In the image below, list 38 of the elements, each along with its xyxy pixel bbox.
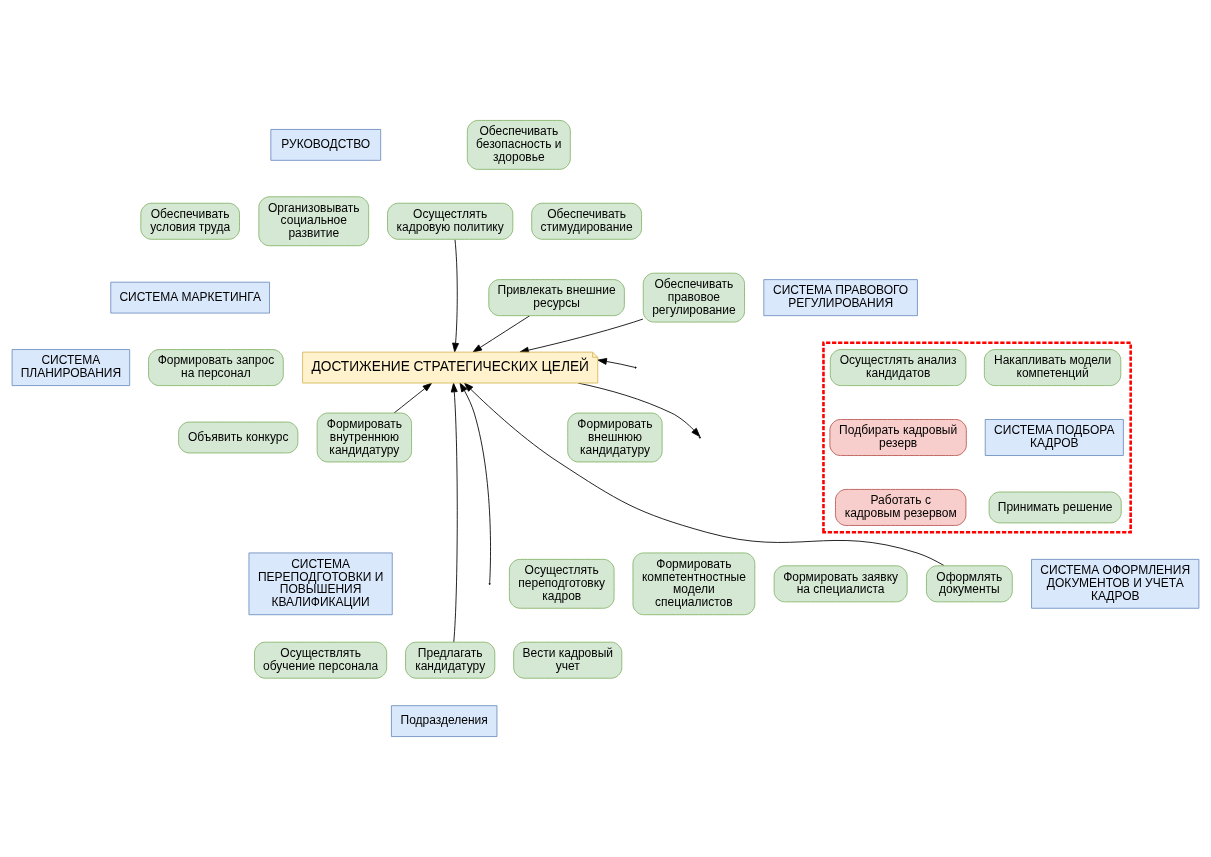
arrow [450, 382, 458, 643]
node-box: Осущестлять кадровую политику [387, 202, 514, 240]
node-box: Осуществлять обучение персонала [254, 641, 388, 679]
node-box: Привлекать внешние ресурсы [488, 279, 625, 317]
node-box: Предлагать кандидатуру [405, 641, 496, 679]
node-box: Обеспечивать правовое регулирование [642, 272, 745, 323]
cluster [822, 341, 1132, 534]
node-box: СИСТЕМА МАРКЕТИНГА [110, 281, 270, 314]
node-box: Накапливать модели компетенций [983, 349, 1122, 386]
node-box: Осущестлять переподготовку кадров [508, 558, 615, 609]
node-box: Формировать заявку на специалиста [773, 565, 908, 603]
node-box: Объявить конкурс [178, 421, 299, 454]
node-box: СИСТЕМА ПРАВОВОГО РЕГУЛИРОВАНИЯ [763, 279, 918, 317]
node-box: Обеспечивать условия труда [140, 202, 240, 240]
arrow [393, 382, 432, 414]
node-box: Обеспечивать безопасность и здоровье [466, 120, 571, 170]
node-box: РУКОВОДСТВО [270, 129, 382, 161]
node-box: Формировать внешнюю кандидатуру [567, 412, 663, 463]
arrow [597, 358, 636, 368]
node-box: Вести кадровый учет [513, 641, 623, 679]
node-box: Формировать запрос на персонал [148, 349, 284, 386]
node-box: СИСТЕМА ОФОРМЛЕНИЯ ДОКУМЕНТОВ И УЧЕТА КАДРОВ [1031, 558, 1200, 609]
node-box: Обеспечивать стимудирование [531, 202, 642, 240]
node-box: Организовывать социальное развитие [258, 196, 370, 247]
arrow [452, 239, 459, 353]
node-box: СИСТЕМА ПЕРЕПОДГОТОВКИ И ПОВЫШЕНИЯ КВАЛИФИКАЦИИ [248, 552, 393, 616]
node-box: Осущестлять анализ кандидатов [829, 349, 967, 386]
node-box: Принимать решение [988, 491, 1122, 524]
node-box: Подразделения [390, 705, 498, 737]
node-box: Формировать внутреннюю кандидатуру [316, 412, 412, 463]
arrow [459, 382, 491, 584]
arrow [464, 382, 945, 567]
node-box: СИСТЕМА ПЛАНИРОВАНИЯ [11, 349, 131, 386]
node-box: Оформлять документы [926, 565, 1013, 603]
node-box: Работать с кадровым резервом [835, 489, 967, 526]
node-box: Формировать компетентностные модели специалистов [632, 552, 756, 616]
node-box: Подбирать кадровый резерв [829, 419, 967, 456]
node-box: СИСТЕМА ПОДБОРА КАДРОВ [984, 419, 1124, 456]
